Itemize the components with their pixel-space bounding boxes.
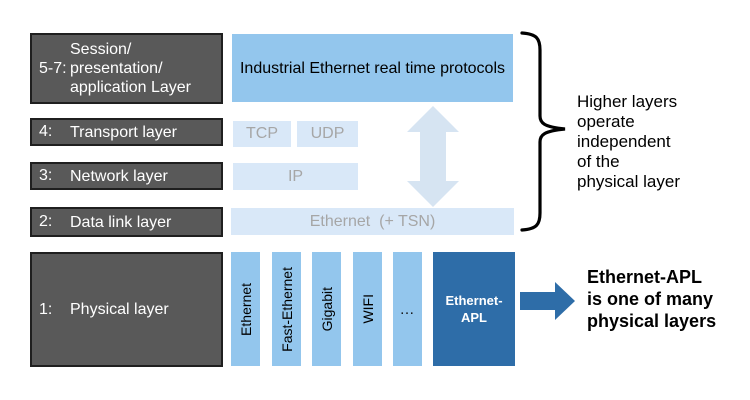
ip-box: IP [233, 163, 358, 190]
layer-label: Data link layer [70, 213, 172, 231]
bar-label: Gigabit [318, 286, 335, 332]
industrial-ethernet-protocols-box: Industrial Ethernet real time protocols [232, 34, 513, 102]
tcp-box: TCP [233, 121, 291, 147]
physical-bar-fast-ethernet: Fast-Ethernet [272, 252, 301, 366]
layer-label: Network layer [70, 167, 168, 185]
bar-label: Ethernet [237, 282, 254, 336]
ethernet-apl-label: Ethernet-APL [445, 293, 503, 325]
right-arrow-icon [520, 282, 575, 320]
up-down-arrow-icon [407, 106, 459, 207]
layer-number: 1: [39, 300, 53, 318]
higher-layers-note: Higher layers operate independent of the… [577, 92, 680, 191]
physical-bar-wifi: WIFI [353, 252, 382, 366]
bar-label: Fast-Ethernet [278, 266, 295, 352]
layer-number: 5-7: [39, 59, 67, 77]
layer-label: Transport layer [70, 123, 177, 141]
layer-box-3: 3: Network layer [30, 162, 223, 190]
layer-label: Physical layer [70, 301, 169, 318]
layer-number: 3: [39, 167, 53, 184]
physical-bar-ellipsis: … [393, 252, 422, 366]
layer-box-4: 4: Transport layer [30, 118, 223, 146]
curly-brace-icon [520, 31, 566, 232]
layer-label: Session/ presentation/ application Layer [70, 41, 191, 96]
ethernet-apl-note: Ethernet-APL is one of many physical lay… [587, 267, 717, 331]
layer-box-2: 2: Data link layer [30, 207, 223, 237]
ethernet-tsn-box: Ethernet (+ TSN) [231, 208, 514, 235]
layer-number: 4: [39, 123, 53, 140]
ethernet-apl-box: Ethernet-APL [433, 252, 515, 366]
physical-bar-ethernet: Ethernet [231, 252, 260, 366]
ellipsis-label: … [399, 300, 416, 318]
physical-bar-gigabit: Gigabit [312, 252, 341, 366]
udp-box: UDP [297, 121, 358, 147]
bar-label: WIFI [359, 294, 376, 324]
layer-box-1: 1: Physical layer [30, 252, 223, 367]
layer-box-5-7: 5-7: Session/ presentation/ application … [30, 33, 223, 104]
layer-number: 2: [39, 213, 53, 230]
